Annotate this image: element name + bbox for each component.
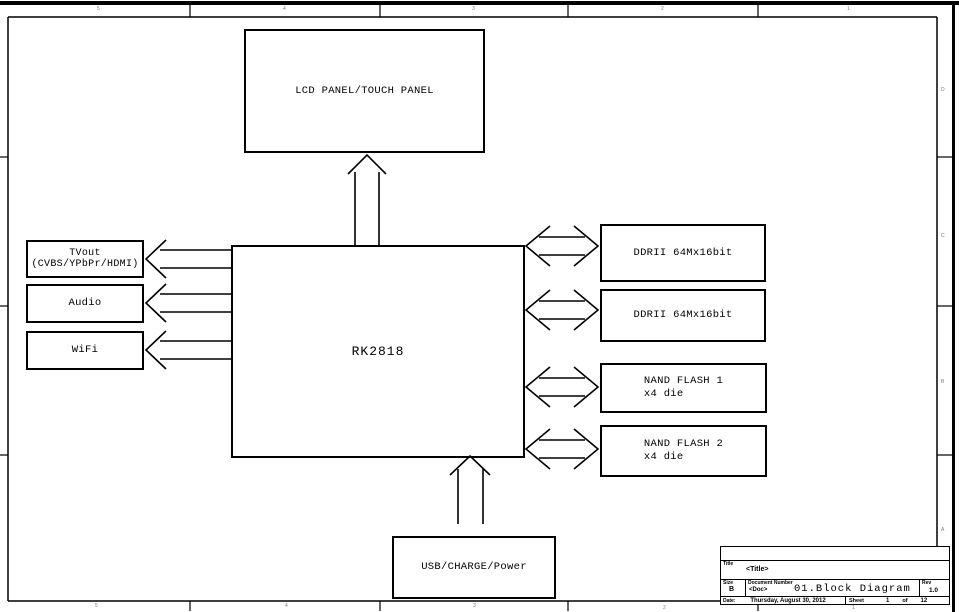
- arrow-soc-to-audio: [144, 283, 231, 323]
- zone-label: 3: [472, 6, 475, 12]
- block-nand-flash-2: NAND FLASH 2 x4 die: [600, 425, 767, 477]
- zone-label: C: [941, 233, 945, 239]
- sheet-label: Sheet: [849, 597, 864, 604]
- outer-border-right: [952, 1, 955, 612]
- zone-label: 2: [663, 605, 666, 611]
- size-value: B: [729, 586, 735, 593]
- block-audio: Audio: [26, 284, 144, 323]
- zone-label: 2: [661, 6, 664, 12]
- block-label: USB/CHARGE/Power: [421, 561, 527, 573]
- document-number-cell: Document Number <Doc> 01.Block Diagram: [746, 580, 919, 596]
- date-label: Date:: [723, 598, 736, 604]
- zone-label: D: [941, 87, 945, 93]
- block-ddr2-1: DDRII 64Mx16bit: [600, 224, 766, 282]
- title-block-spacer-row: [721, 547, 949, 560]
- block-tvout: TVout (CVBS/YPbPr/HDMI): [26, 240, 144, 278]
- document-number-label: Document Number: [748, 580, 793, 586]
- block-label: DDRII 64Mx16bit: [633, 309, 733, 321]
- arrow-soc-nand2: [524, 428, 600, 470]
- block-label-line2: x4 die: [643, 451, 684, 463]
- block-rk2818-soc: RK2818: [231, 245, 525, 458]
- arrow-usb-to-soc: [449, 454, 491, 524]
- title-block-date-row: Date: Thursday, August 30, 2012 Sheet 1 …: [721, 596, 949, 604]
- block-label-line1: NAND FLASH 2: [643, 438, 724, 450]
- block-label-line2: x4 die: [643, 388, 684, 400]
- block-ddr2-2: DDRII 64Mx16bit: [600, 289, 766, 342]
- block-label: RK2818: [351, 344, 405, 359]
- outer-border-top: [0, 1, 959, 5]
- document-name: 01.Block Diagram: [794, 583, 911, 595]
- rev-label: Rev: [922, 580, 932, 586]
- block-label-line1: TVout: [69, 248, 101, 259]
- date-value: Thursday, August 30, 2012: [750, 597, 826, 604]
- zone-label: 5: [97, 6, 100, 12]
- zone-label: 1: [852, 605, 855, 611]
- arrow-soc-ddr1: [524, 225, 600, 267]
- document-number-value: <Doc>: [749, 587, 768, 593]
- arrow-soc-to-lcd: [347, 153, 387, 245]
- arrow-soc-to-tvout: [144, 239, 231, 279]
- block-label: Audio: [68, 297, 102, 309]
- block-label: WiFi: [71, 344, 99, 356]
- block-label: DDRII 64Mx16bit: [633, 246, 733, 259]
- zone-label: 4: [285, 603, 288, 609]
- size-label: Size: [723, 580, 734, 586]
- rev-value: 1.0: [929, 587, 939, 594]
- rev-cell: Rev 1.0: [919, 580, 949, 596]
- zone-label: 4: [283, 6, 286, 12]
- date-cell: Date: Thursday, August 30, 2012: [721, 597, 846, 604]
- block-nand-flash-1: NAND FLASH 1 x4 die: [600, 363, 767, 413]
- title-block-title-row: Title <Title>: [721, 560, 949, 579]
- title-block-doc-row: Size B Document Number <Doc> 01.Block Di…: [721, 579, 949, 596]
- block-usb-charge-power: USB/CHARGE/Power: [392, 536, 556, 599]
- block-wifi: WiFi: [26, 331, 144, 370]
- sheet-cell: Sheet 1 of 12: [846, 597, 949, 604]
- zone-label: B: [941, 379, 945, 385]
- block-label-line1: NAND FLASH 1: [643, 375, 724, 387]
- title-block: Title <Title> Size B Document Number <Do…: [720, 546, 950, 605]
- zone-label: 3: [473, 603, 476, 609]
- arrow-soc-ddr2: [524, 289, 600, 331]
- sheet-number: 1: [885, 597, 890, 604]
- sheet-of-label: of: [902, 597, 908, 604]
- arrow-soc-nand1: [524, 366, 600, 408]
- zone-label: 1: [847, 6, 850, 12]
- arrow-soc-to-wifi: [144, 330, 231, 370]
- block-lcd-panel: LCD PANEL/TOUCH PANEL: [244, 29, 485, 153]
- zone-label: 5: [95, 603, 98, 609]
- size-cell: Size B: [721, 580, 746, 596]
- zone-label: A: [941, 527, 945, 533]
- block-label: LCD PANEL/TOUCH PANEL: [295, 84, 434, 97]
- sheet-total: 12: [920, 597, 928, 604]
- block-label-line2: (CVBS/YPbPr/HDMI): [31, 259, 139, 270]
- title-value: <Title>: [746, 566, 769, 573]
- title-label: Title: [723, 561, 734, 567]
